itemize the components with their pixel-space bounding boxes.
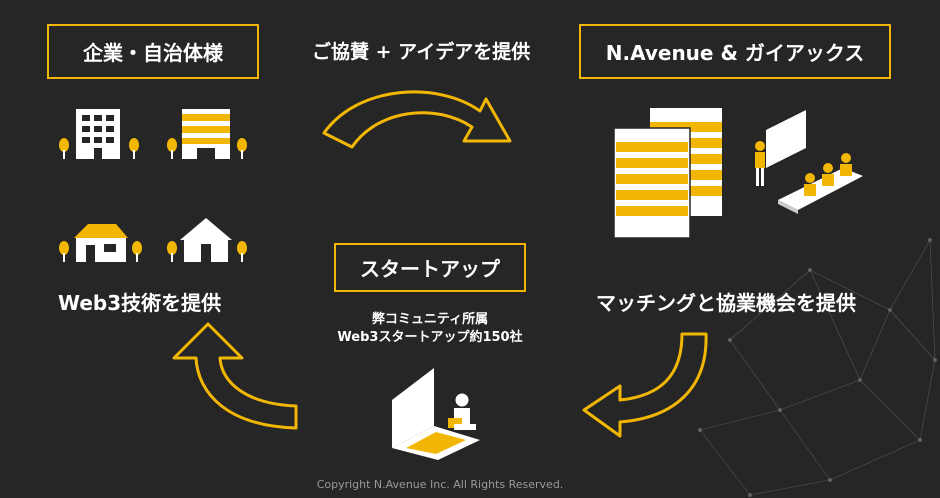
startups-desc-line2: Web3スタートアップ約150社 — [337, 330, 523, 345]
curved-up-arrow-icon — [172, 322, 298, 430]
navenue-title-box: N.Avenue & ガイアックス — [579, 24, 891, 79]
house-icon — [167, 218, 247, 262]
house-icon — [59, 224, 142, 262]
companies-caption: Web3技術を提供 — [58, 291, 222, 315]
startups-title: スタートアップ — [360, 257, 500, 281]
companies-title-box: 企業・自治体様 — [47, 24, 259, 79]
striped-building-icon — [167, 109, 247, 159]
curved-right-arrow-icon — [322, 90, 512, 149]
startups-title-box: スタートアップ — [334, 243, 526, 292]
companies-title: 企業・自治体様 — [83, 41, 223, 65]
presentation-meeting-icon — [755, 110, 863, 214]
laptop-worker-icon — [392, 368, 480, 460]
documents-icon — [613, 108, 722, 239]
startups-description: 弊コミュニティ所属 Web3スタートアップ約150社 — [330, 311, 530, 347]
network-pattern-decoration — [697, 237, 938, 498]
office-building-icon — [59, 109, 139, 159]
curved-down-left-arrow-icon — [582, 332, 708, 438]
navenue-caption: マッチングと協業機会を提供 — [596, 291, 856, 315]
navenue-title: N.Avenue & ガイアックス — [605, 41, 865, 65]
startups-desc-line1: 弊コミュニティ所属 — [371, 312, 489, 327]
copyright-footer: Copyright N.Avenue Inc. All Rights Reser… — [316, 478, 564, 491]
top-flow-label: ご協賛 + アイデアを提供 — [312, 41, 531, 63]
